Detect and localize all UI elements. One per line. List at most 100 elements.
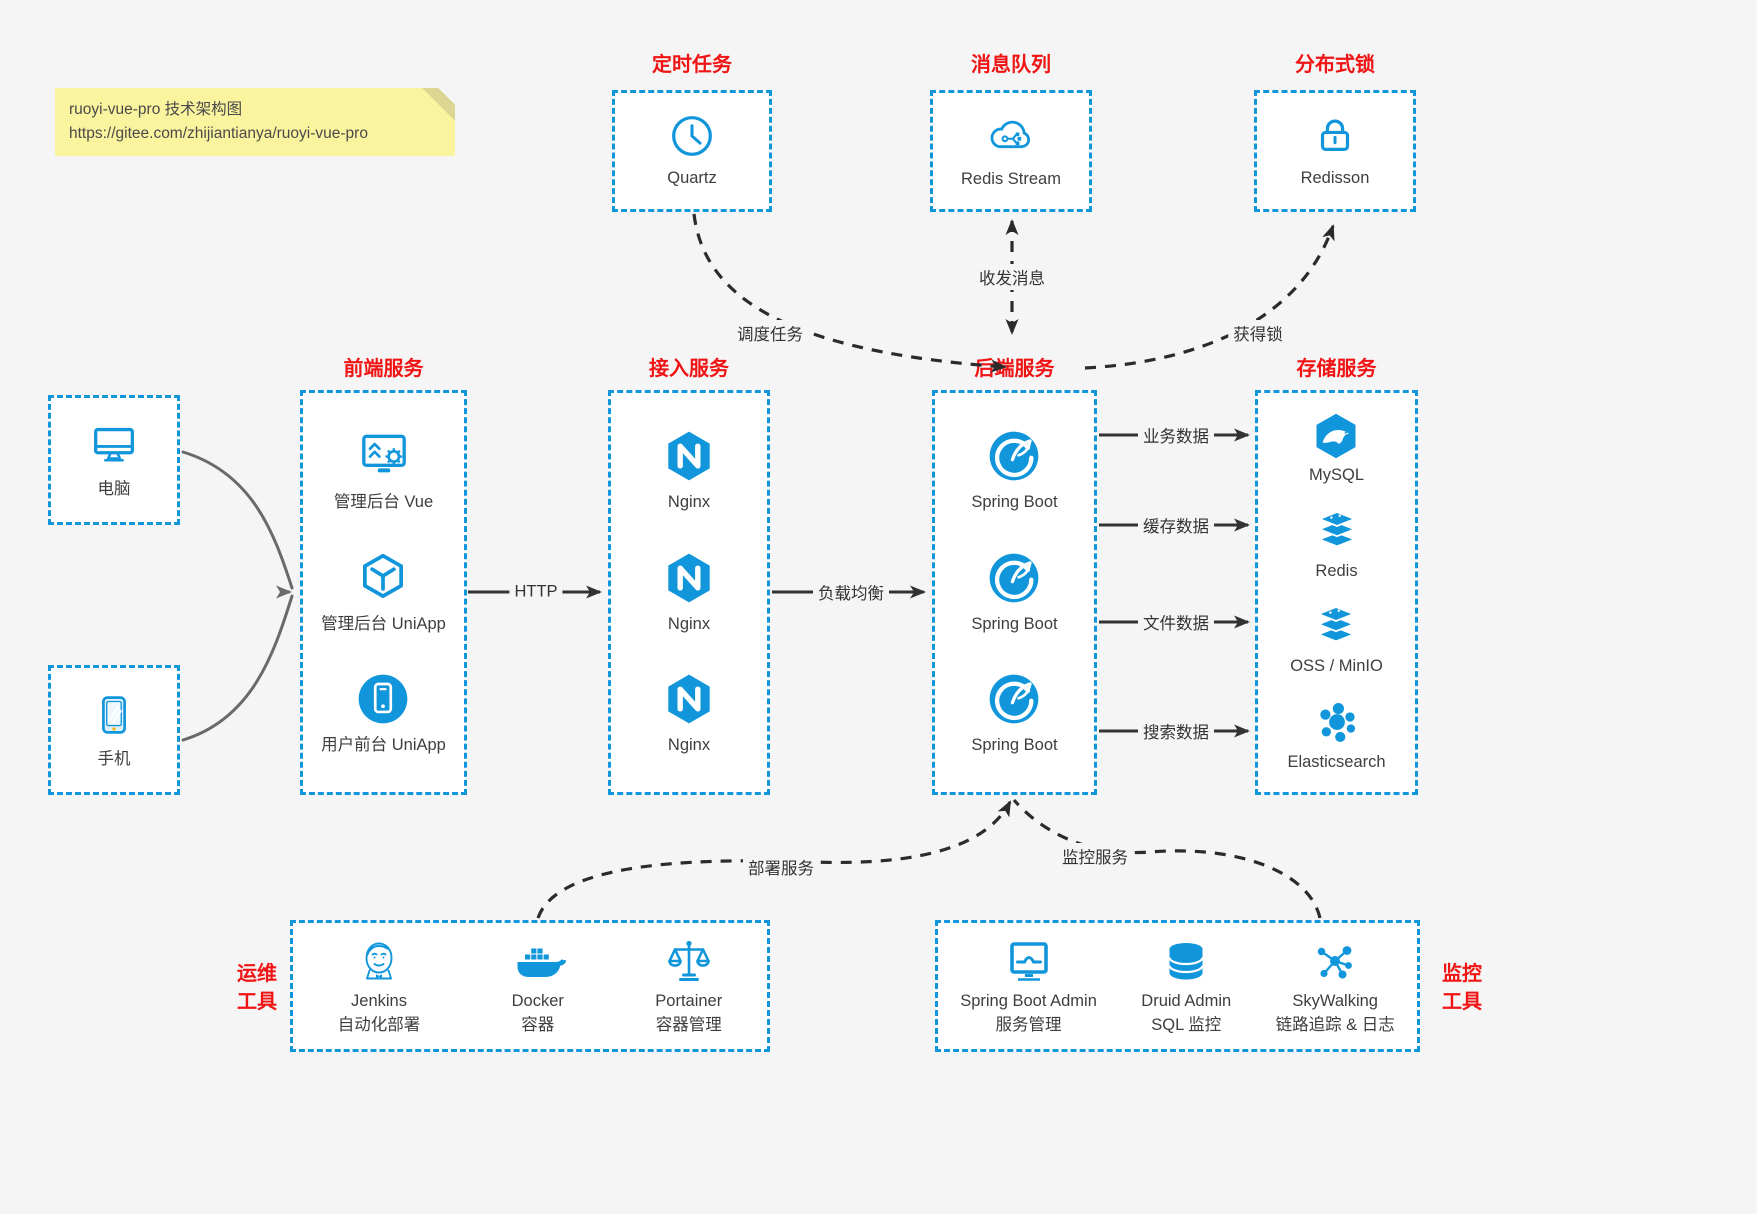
- node-nginx-3: Nginx: [660, 670, 718, 758]
- node-quartz: Quartz: [667, 111, 717, 191]
- edge-label-file-data: 文件数据: [1138, 609, 1214, 635]
- node-label: Spring Boot: [971, 736, 1058, 755]
- redis-stack-icon: [1311, 506, 1363, 558]
- node-label: Spring Boot: [971, 614, 1058, 633]
- group-title-distributed-lock: 分布式锁: [1295, 54, 1375, 76]
- node-jenkins: Jenkins 自动化部署: [337, 934, 421, 1038]
- portainer-icon: [661, 934, 717, 990]
- group-box-storage: MySQL Redis OSS / MinIO Elasticsearch: [1255, 390, 1418, 795]
- edge-label-messages: 收发消息: [974, 264, 1050, 290]
- edge-label-load-balance: 负载均衡: [813, 579, 889, 605]
- node-label: SkyWalking: [1292, 992, 1378, 1011]
- clock-icon: [667, 111, 717, 161]
- group-title-message-queue: 消息队列: [971, 54, 1051, 76]
- node-oss-minio: OSS / MinIO: [1290, 601, 1383, 679]
- node-label: 管理后台 UniApp: [321, 614, 446, 633]
- group-box-backend: Spring Boot Spring Boot Spring Boot: [932, 390, 1097, 795]
- edge-label-schedule: 调度任务: [732, 320, 808, 346]
- group-title-backend: 后端服务: [974, 358, 1055, 380]
- group-title-frontend: 前端服务: [343, 358, 424, 380]
- note-url: https://gitee.com/zhijiantianya/ruoyi-vu…: [69, 125, 368, 143]
- docker-icon: [510, 934, 566, 990]
- group-title-storage: 存储服务: [1296, 358, 1377, 380]
- mysql-icon: [1310, 410, 1362, 462]
- node-label: Nginx: [667, 614, 711, 633]
- group-box-scheduled-jobs: Quartz: [612, 90, 772, 212]
- nginx-icon: [660, 427, 718, 485]
- node-label: 用户前台 UniApp: [321, 736, 446, 755]
- node-redisson: Redisson: [1300, 111, 1370, 191]
- node-label: Redisson: [1300, 169, 1370, 188]
- group-box-ops-tools: Jenkins 自动化部署 Docker 容器 Portainer 容器管理: [290, 920, 770, 1052]
- node-label: Elasticsearch: [1287, 752, 1386, 771]
- edge-label-monitor: 监控服务: [1057, 843, 1133, 869]
- group-title-gateway: 接入服务: [649, 358, 729, 380]
- node-computer: 电脑: [87, 418, 141, 502]
- edge-label-http: HTTP: [509, 581, 563, 603]
- node-redis-stream: Redis Stream: [961, 110, 1061, 192]
- node-label: Nginx: [667, 492, 711, 511]
- node-label: Nginx: [667, 736, 711, 755]
- nginx-icon: [660, 549, 718, 607]
- druid-icon: [1158, 934, 1214, 990]
- node-desc: 自动化部署: [337, 1016, 421, 1034]
- jenkins-icon: [351, 934, 407, 990]
- node-phone: 手机: [87, 688, 141, 772]
- sba-icon: [1001, 934, 1057, 990]
- node-desc: 容器: [521, 1016, 555, 1034]
- group-title-monitoring-tools: 监控 工具: [1442, 963, 1482, 1013]
- sticky-note: ruoyi-vue-pro 技术架构图 https://gitee.com/zh…: [55, 88, 455, 157]
- node-label: Portainer: [655, 992, 723, 1011]
- client-box-computer: 电脑: [48, 395, 180, 525]
- smartphone-icon: [87, 688, 141, 742]
- node-elasticsearch: Elasticsearch: [1287, 697, 1386, 775]
- spring-boot-icon: [985, 670, 1043, 728]
- node-docker: Docker 容器: [510, 934, 566, 1038]
- monitor-icon: [87, 418, 141, 472]
- node-label: Spring Boot Admin: [960, 992, 1097, 1011]
- node-springboot-2: Spring Boot: [971, 549, 1058, 637]
- cloud-branch-icon: [985, 110, 1037, 162]
- node-druid-admin: Druid Admin SQL 监控: [1141, 934, 1231, 1038]
- node-label: Druid Admin: [1141, 992, 1232, 1011]
- node-label: 手机: [97, 750, 131, 769]
- user-app-icon: [354, 670, 412, 728]
- node-spring-boot-admin: Spring Boot Admin 服务管理: [960, 934, 1097, 1038]
- client-box-phone: 手机: [48, 665, 180, 795]
- node-redis: Redis: [1311, 506, 1363, 584]
- spring-boot-icon: [985, 549, 1043, 607]
- group-title-scheduled-jobs: 定时任务: [652, 54, 732, 76]
- group-box-monitoring-tools: Spring Boot Admin 服务管理 Druid Admin SQL 监…: [935, 920, 1420, 1052]
- node-label: Quartz: [667, 169, 717, 188]
- spring-boot-icon: [985, 427, 1043, 485]
- edge-label-business-data: 业务数据: [1138, 422, 1214, 448]
- nginx-icon: [660, 670, 718, 728]
- node-label: OSS / MinIO: [1290, 657, 1383, 676]
- edge-acquire-lock: [1084, 224, 1335, 370]
- admin-vue-icon: [355, 427, 413, 485]
- group-title-ops-tools: 运维 工具: [237, 963, 277, 1013]
- node-desc: SQL 监控: [1151, 1016, 1222, 1034]
- node-label: Docker: [511, 992, 564, 1011]
- elasticsearch-icon: [1311, 697, 1363, 749]
- node-desc: 容器管理: [655, 1016, 722, 1034]
- node-nginx-1: Nginx: [660, 427, 718, 515]
- node-desc: 链路追踪 & 日志: [1275, 1016, 1395, 1034]
- node-springboot-3: Spring Boot: [971, 670, 1058, 758]
- group-box-frontend: 管理后台 Vue 管理后台 UniApp 用户前台 UniApp: [300, 390, 467, 795]
- node-label: MySQL: [1308, 466, 1364, 485]
- edge-label-acquire-lock: 获得锁: [1228, 320, 1288, 346]
- oss-stack-icon: [1310, 601, 1362, 653]
- node-label: 电脑: [97, 480, 131, 499]
- padlock-icon: [1310, 111, 1360, 161]
- node-admin-uniapp: 管理后台 UniApp: [321, 549, 446, 637]
- node-skywalking: SkyWalking 链路追踪 & 日志: [1276, 934, 1395, 1038]
- node-label: 管理后台 Vue: [333, 492, 434, 511]
- group-box-distributed-lock: Redisson: [1254, 90, 1416, 212]
- skywalking-icon: [1307, 934, 1363, 990]
- node-label: Redis Stream: [961, 170, 1061, 189]
- node-nginx-2: Nginx: [660, 549, 718, 637]
- node-admin-vue: 管理后台 Vue: [334, 427, 433, 515]
